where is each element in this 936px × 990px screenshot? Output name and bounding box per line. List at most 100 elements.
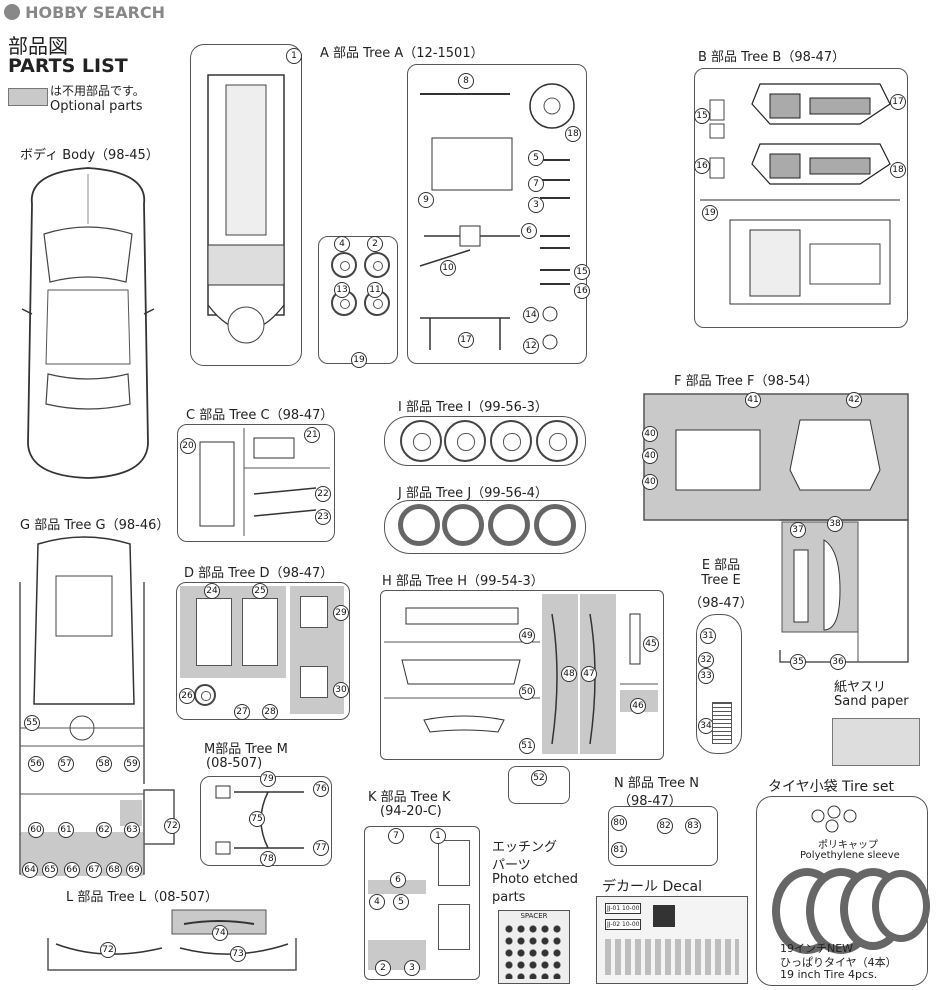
part-number: 22	[315, 486, 331, 502]
part-number: 50	[519, 684, 535, 700]
tree-b-parts-drawing	[700, 74, 900, 322]
tree-e-label-2: Tree E	[701, 573, 741, 588]
part-number: 32	[698, 652, 714, 668]
tree-l-frame	[44, 908, 300, 978]
part-number: 18	[565, 126, 581, 142]
tree-g-optional-part	[120, 800, 142, 826]
part-number: 26	[179, 688, 195, 704]
tireset-tire-en: 19 inch Tire 4pcs.	[780, 968, 878, 981]
etched-pattern	[503, 923, 565, 979]
etched-label-1: エッチング	[492, 840, 558, 855]
part-number: 51	[519, 738, 535, 754]
tire-part	[442, 504, 484, 546]
tire-part	[534, 504, 576, 546]
part-number: 30	[333, 682, 349, 698]
part-number: 9	[418, 192, 434, 208]
part-number: 80	[611, 815, 627, 831]
tireset-cap-jp: ポリキャップ	[818, 840, 878, 851]
etched-label-3: Photo etched	[492, 872, 578, 887]
tree-m-label-2: (08-507)	[206, 756, 263, 771]
part-number: 67	[86, 862, 102, 878]
part-number: 49	[519, 628, 535, 644]
tree-c-parts-drawing	[180, 428, 330, 536]
tire-part	[488, 504, 530, 546]
part-number: 14	[523, 307, 539, 323]
tree-n-frame	[608, 806, 718, 866]
tireset-tire-jp-1: 19インチNEW	[780, 942, 854, 955]
tireset-label: タイヤ小袋 Tire set	[768, 779, 894, 795]
part-number: 1	[286, 48, 302, 64]
part-number: 58	[96, 756, 112, 772]
part-number: 18	[890, 162, 906, 178]
part-number: 75	[249, 811, 265, 827]
part-number: 76	[313, 781, 329, 797]
tree-j-label: J 部品 Tree J（99-56-4）	[398, 486, 548, 501]
part-number: 24	[204, 583, 220, 599]
decal-block	[653, 905, 675, 927]
part-number: 27	[234, 704, 250, 720]
part-number: 55	[24, 715, 40, 731]
body-label: ボディ Body（98-45）	[20, 148, 159, 163]
tree-n-label-2: （98-47）	[618, 794, 682, 809]
part-number: 61	[58, 822, 74, 838]
etched-label-2: パーツ	[492, 858, 531, 873]
part-number: 20	[180, 438, 196, 454]
part-number: 16	[694, 158, 710, 174]
part-number: 28	[262, 704, 278, 720]
part-number: 64	[22, 862, 38, 878]
part-number: 68	[106, 862, 122, 878]
part-number: 63	[124, 822, 140, 838]
tireset-tire-jp-2: ひっぱりタイヤ（4本）	[780, 956, 897, 969]
part-number: 15	[574, 264, 590, 280]
part-number: 25	[252, 583, 268, 599]
tree-h-parts-drawing	[384, 594, 658, 754]
part-number: 1	[430, 828, 446, 844]
tree-b-label: B 部品 Tree B（98-47）	[698, 50, 846, 65]
part-number: 2	[367, 236, 383, 252]
part-number: 19	[702, 205, 718, 221]
hobbysearch-logo: HOBBY SEARCH	[4, 3, 165, 25]
decal-plate: JJ-01 10-00	[605, 903, 642, 914]
part-number: 73	[230, 946, 246, 962]
part-number: 33	[698, 668, 714, 684]
part-number: 45	[643, 636, 659, 652]
part-number: 62	[96, 822, 112, 838]
tree-a-parts-drawing	[410, 70, 582, 358]
part-number: 7	[388, 828, 404, 844]
part-number: 29	[333, 605, 349, 621]
part-number: 11	[367, 282, 383, 298]
part-number: 31	[700, 628, 716, 644]
wheel-part	[364, 252, 390, 278]
part-number: 21	[304, 427, 320, 443]
etched-sheet: SPACER	[498, 910, 570, 984]
site-name: HOBBY SEARCH	[25, 3, 166, 22]
tree-e-label-1: E 部品	[701, 558, 741, 573]
seat-part	[300, 666, 328, 698]
tree-m-label-1: M部品 Tree M	[204, 742, 288, 757]
etched-label-4: parts	[492, 890, 526, 905]
etched-sheet-title: SPACER	[520, 912, 548, 920]
sandpaper-sample	[832, 718, 920, 766]
part-number: 12	[523, 338, 539, 354]
car-body-drawing	[18, 164, 158, 482]
part-number: 7	[528, 176, 544, 192]
part-number: 46	[630, 698, 646, 714]
tree-h-label: H 部品 Tree H（99-54-3）	[382, 574, 544, 589]
wheel-part	[331, 252, 357, 278]
part-number: 35	[790, 654, 806, 670]
part-number: 3	[404, 960, 420, 976]
wheel-part	[536, 420, 578, 462]
part-number: 40	[642, 448, 658, 464]
part-number: 40	[642, 426, 658, 442]
part-number: 16	[574, 283, 590, 299]
page-title-jp: 部品図	[8, 34, 68, 58]
part-number: 48	[561, 666, 577, 682]
decal-plate: JJ-02 10-00	[605, 919, 642, 930]
seat-part	[438, 904, 470, 950]
part-number: 41	[745, 392, 761, 408]
part-number: 77	[313, 840, 329, 856]
decal-sheet: JJ-01 10-00 JJ-02 10-00	[596, 896, 748, 984]
part-number: 19	[351, 352, 367, 368]
part-number: 47	[581, 666, 597, 682]
part-number: 74	[212, 925, 228, 941]
